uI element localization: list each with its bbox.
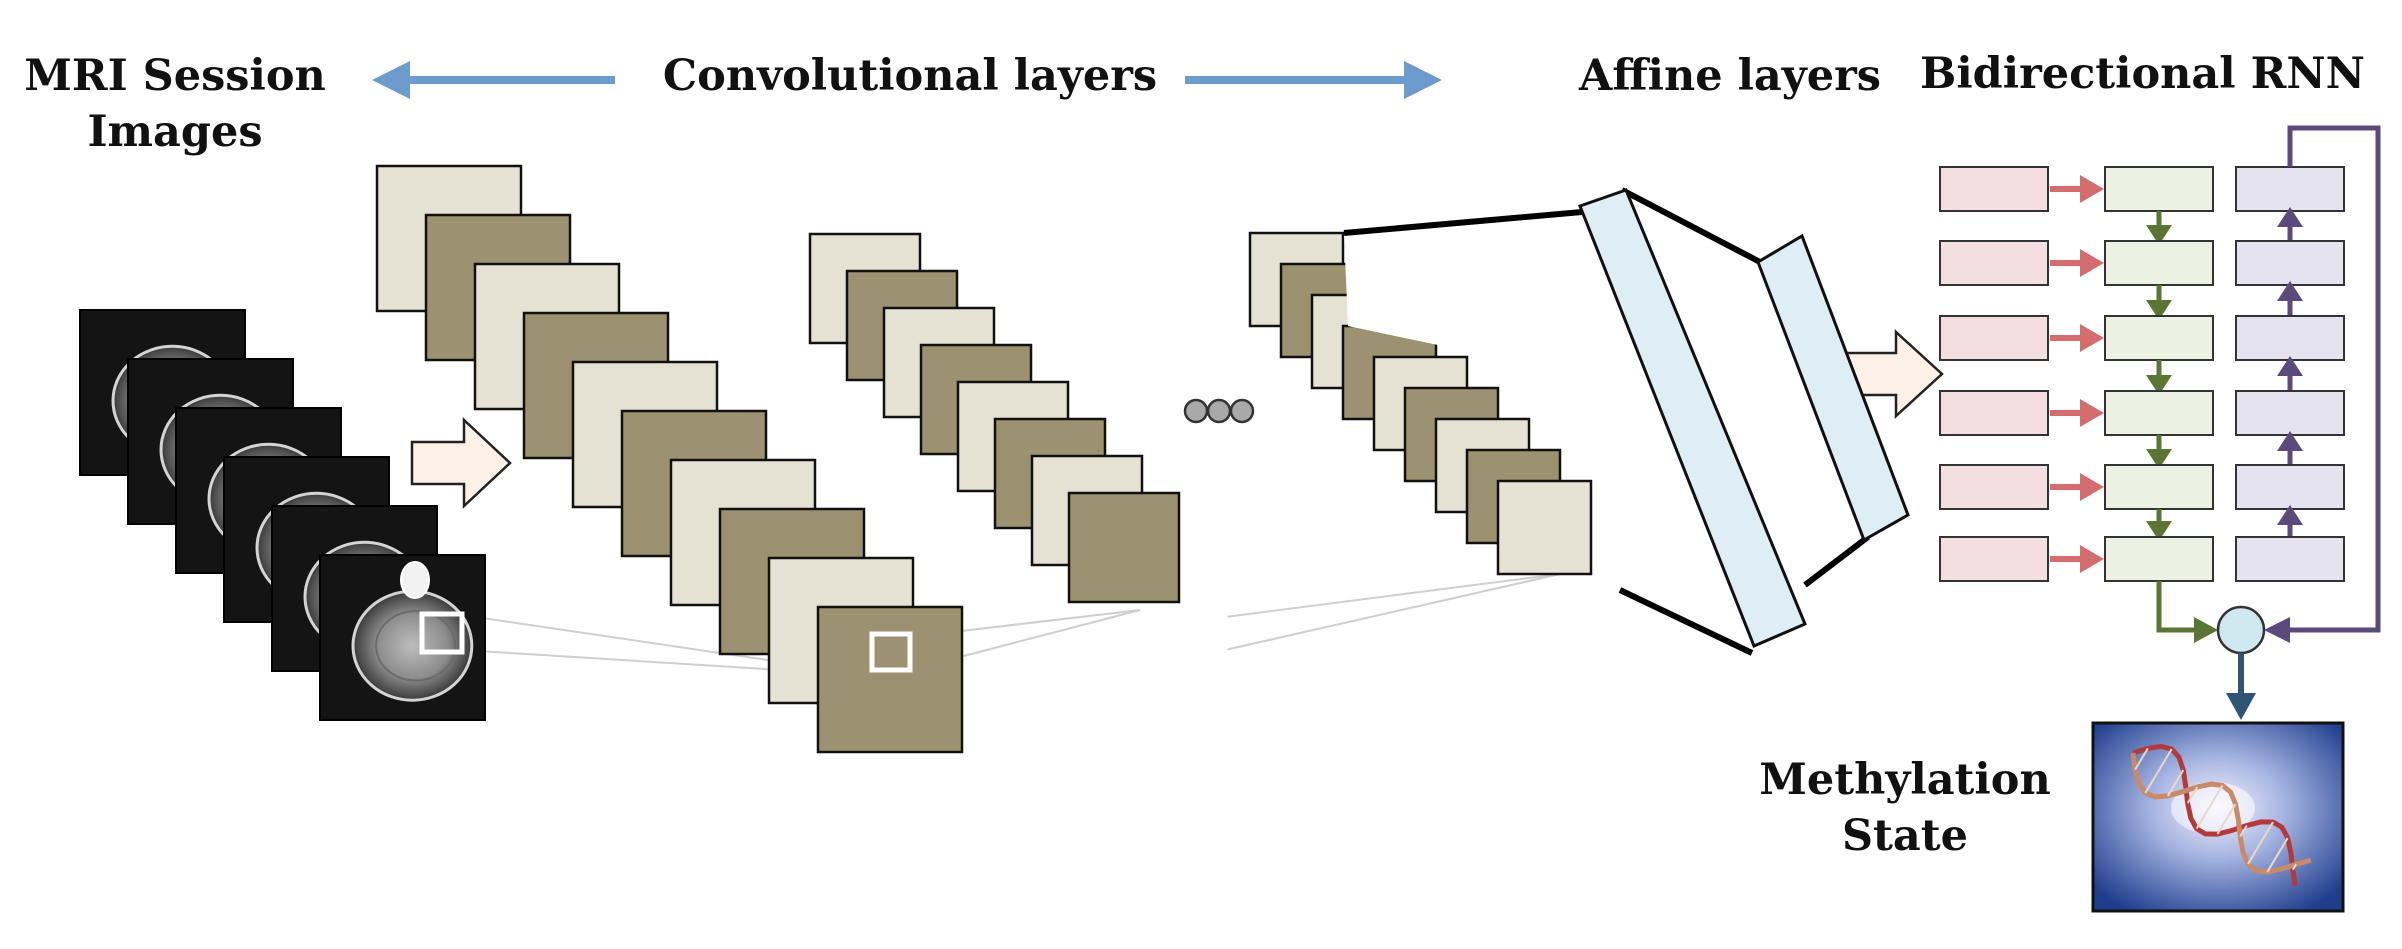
dna-base-pair [2134,747,2149,771]
green-merge-path [2156,581,2195,633]
purple-arrowhead-icon [2277,431,2303,451]
rnn-backward-cell [2235,240,2345,286]
affine-edge-line [1343,209,1583,236]
green-arrowhead-icon [2146,521,2172,541]
brain-mri-slice-icon [351,589,474,702]
receptive-field-line-edge [1224,573,1561,618]
purple-arrowhead-icon [2277,207,2303,227]
rnn-backward-cell [2235,464,2345,510]
purple-loop-path [2287,125,2381,633]
header-right-arrowhead-icon [1404,61,1442,99]
red-arrowhead-icon [2080,324,2104,352]
receptive-field-box [869,631,913,673]
dna-base-pair [2166,769,2185,797]
conv-layers-title: Convolutional layers [662,51,1158,101]
rnn-forward-cell [2104,240,2214,286]
purple-arrowhead-icon [2277,356,2303,376]
dna-helix-icon [2132,743,2298,887]
rnn-input-cell [1939,390,2049,436]
purple-arrowhead-icon [2277,505,2303,525]
rnn-forward-cell [2104,390,2214,436]
affine-edge-line [1620,187,1762,265]
feature-map-stack2 [1067,491,1181,604]
rnn-backward-cell [2235,166,2345,212]
rnn-backward-cell [2235,315,2345,361]
rnn-input-cell [1939,536,2049,582]
lesion-highlight [400,561,430,599]
mri-title-line1: MRI Session [24,51,326,101]
green-arrowhead-icon [2146,225,2172,245]
brain-inner-contour [375,610,457,682]
rnn-forward-cell [2104,315,2214,361]
purple-arrowhead-icon [2277,281,2303,301]
red-arrowhead-icon [2080,473,2104,501]
dna-base-pair [2291,863,2298,871]
ellipsis-icon [1206,398,1232,424]
affine-layers-title: Affine layers [1579,51,1881,101]
receptive-field-box [1184,612,1228,654]
dna-helix-strand2 [2130,752,2312,875]
dna-base-pair [2247,821,2274,865]
output-arrowhead-icon [2226,693,2256,720]
rnn-forward-cell [2104,536,2214,582]
feature-map-stack1 [816,605,964,754]
rnn-forward-cell [2104,464,2214,510]
dna-base-pair [2239,825,2248,837]
dna-base-pair [2186,786,2199,804]
dna-base-pair [2266,837,2289,873]
affine-edge-line [1618,587,1754,656]
methylation-label-line2: State [1842,811,1968,861]
dna-base-pair [2144,748,2173,794]
red-arrowhead-icon [2080,249,2104,277]
dna-base-pair [2195,784,2224,830]
purple-loop-arrowhead-icon [2264,617,2290,643]
red-arrowhead-icon [2080,175,2104,203]
rnn-input-cell [1939,315,2049,361]
rnn-backward-cell [2235,536,2345,582]
affine-layer-2 [1756,233,1910,543]
receptive-field-line-edge [1224,573,1561,651]
red-arrowhead-icon [2080,545,2104,573]
rnn-backward-cell [2235,390,2345,436]
rnn-input-cell [1939,166,2049,212]
feature-map-stack3 [1496,479,1593,576]
affine-edge-line [1803,534,1870,588]
receptive-field-box [419,611,465,655]
header-left-arrowhead-icon [372,61,410,99]
affine-layer-1 [1578,188,1807,648]
green-arrowhead-icon [2146,375,2172,395]
dna-base-pair [2216,803,2237,835]
rnn-forward-cell [2104,166,2214,212]
rnn-title: Bidirectional RNN [1920,49,2365,99]
input-block-arrow-icon [410,417,512,509]
rnn-input-cell [1939,240,2049,286]
rnn-input-cell [1939,464,2049,510]
ellipsis-icon [1229,398,1255,424]
mri-title-line2: Images [87,107,263,157]
methylation-label-line1: Methylation [1759,755,2051,805]
red-arrowhead-icon [2080,399,2104,427]
green-arrowhead-icon [2146,449,2172,469]
green-arrowhead-icon [2146,300,2172,320]
merge-node [2216,605,2266,655]
ellipsis-icon [1183,398,1209,424]
green-merge-arrowhead-icon [2194,617,2218,643]
